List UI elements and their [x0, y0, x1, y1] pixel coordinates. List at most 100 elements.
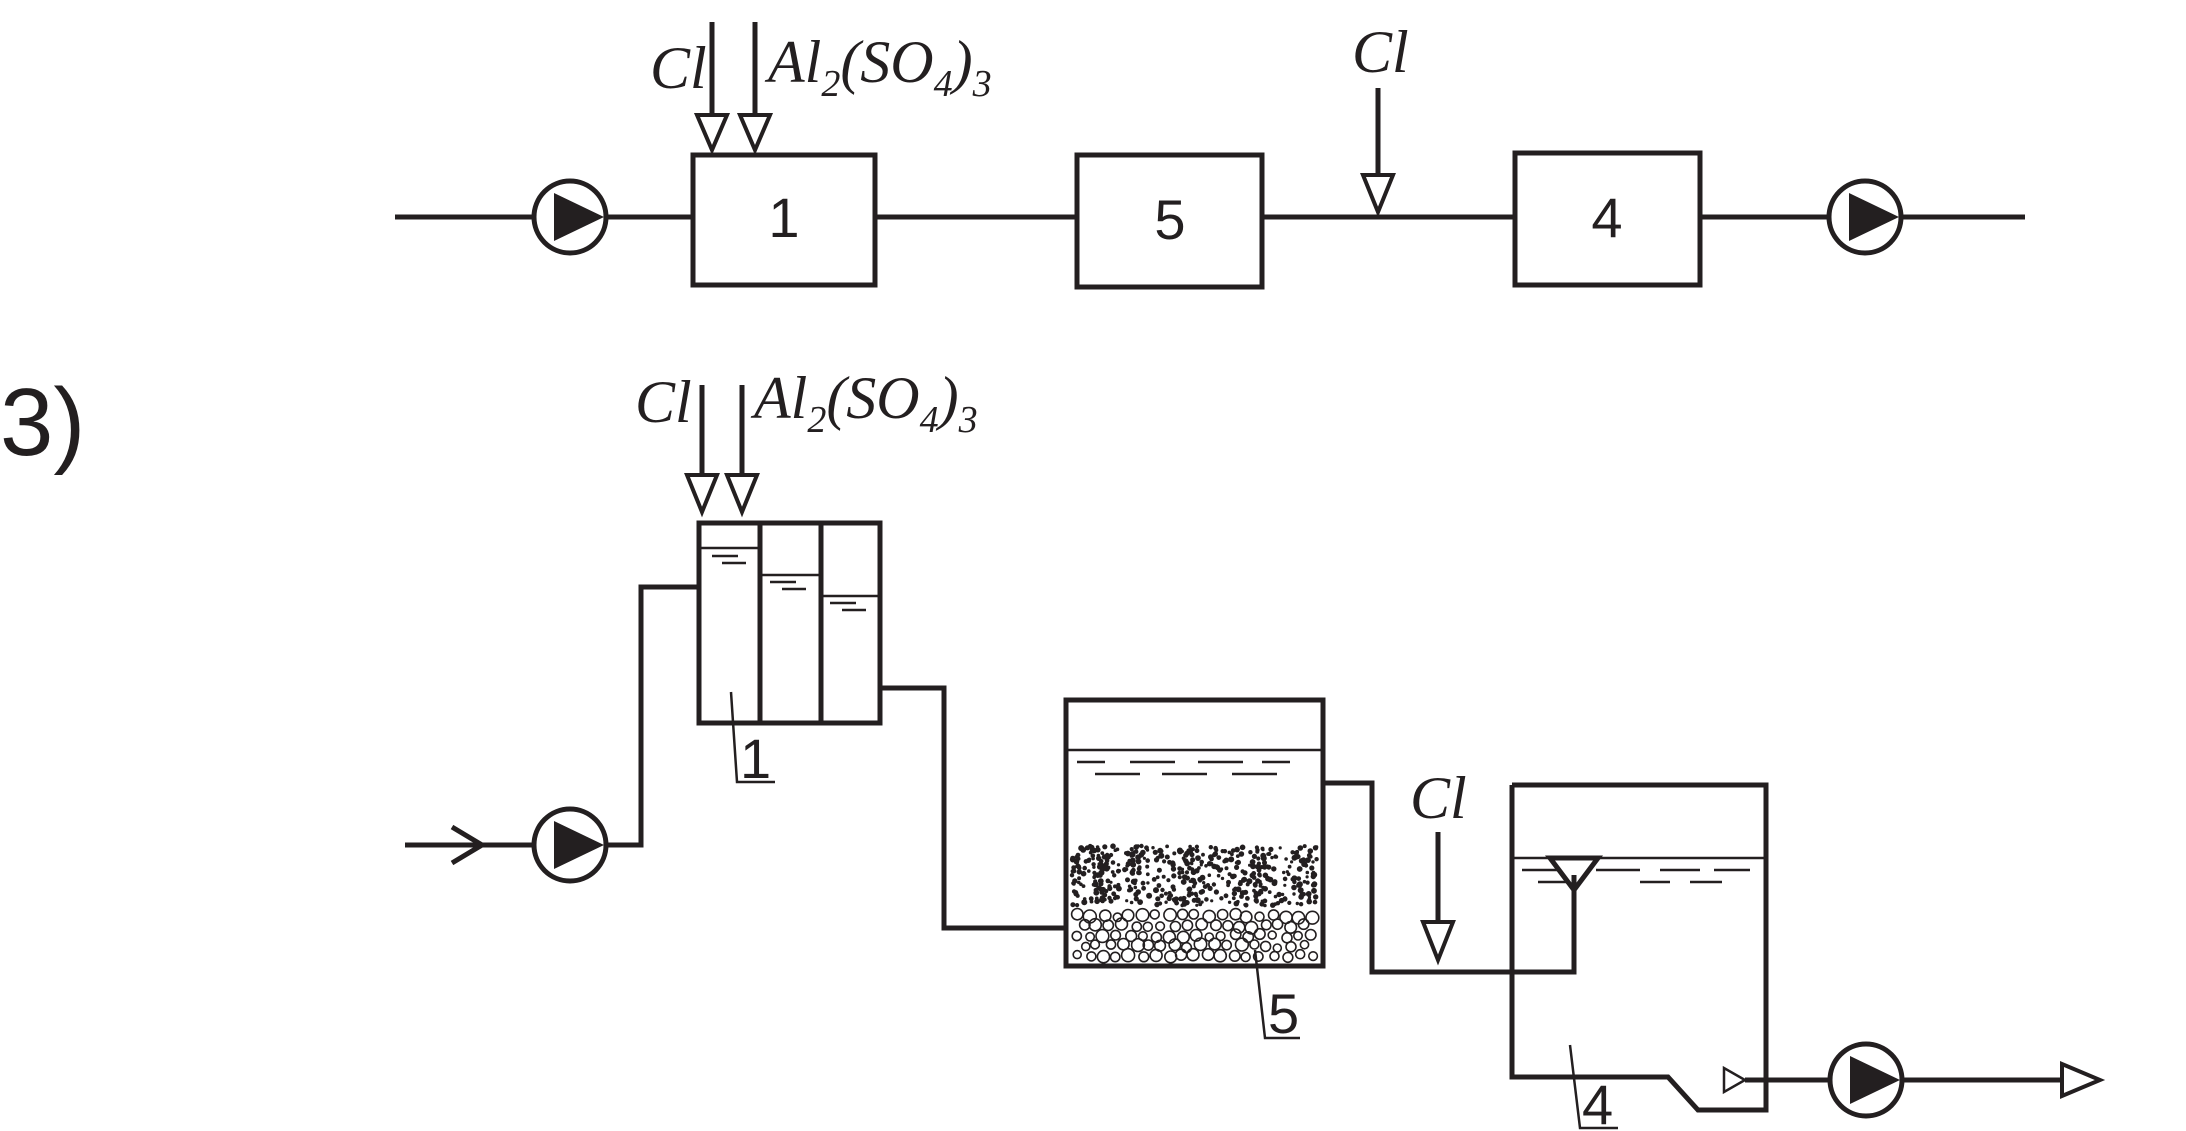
sand-grain: [1133, 891, 1139, 898]
gravel-pebble: [1189, 928, 1203, 942]
sand-grain: [1260, 846, 1265, 851]
sand-grain: [1223, 893, 1229, 899]
sand-grain: [1180, 879, 1187, 885]
gravel-pebble: [1124, 929, 1138, 943]
sand-grain: [1266, 864, 1272, 870]
sand-grain: [1194, 848, 1200, 854]
sand-grain: [1163, 891, 1168, 896]
gravel-pebble: [1209, 919, 1223, 932]
sand-grain: [1116, 863, 1121, 867]
water-level-marker-icon: [1545, 855, 1603, 895]
sand-grain: [1297, 845, 1304, 851]
sand-grain: [1082, 865, 1087, 871]
sand-grain: [1125, 899, 1129, 903]
gravel-pebble: [1086, 951, 1097, 962]
top-scheme: 1 5 4 Cl Al2(SO4)3: [395, 19, 2025, 290]
sand-grain: [1211, 882, 1217, 887]
sand-grain: [1250, 863, 1256, 870]
sand-grain: [1305, 875, 1309, 879]
gravel-pebble: [1229, 928, 1242, 941]
sand-grain: [1209, 861, 1214, 866]
sand-grain: [1262, 872, 1269, 879]
sand-grain: [1261, 863, 1268, 870]
sand-grain: [1305, 880, 1310, 885]
sand-grain: [1198, 889, 1204, 895]
gravel-pebble: [1215, 930, 1226, 942]
sand-grain: [1142, 856, 1146, 860]
sand-grain: [1081, 899, 1088, 906]
sand-grain: [1076, 865, 1082, 871]
sand-grain: [1105, 854, 1111, 860]
sand-grain: [1092, 865, 1096, 869]
sand-grain: [1181, 856, 1186, 860]
sand-grain: [1233, 886, 1238, 891]
sand-grain: [1091, 862, 1096, 867]
sand-grain: [1256, 861, 1261, 866]
sand-grain: [1283, 883, 1287, 887]
sand-grain: [1249, 859, 1256, 865]
gravel-pebble: [1240, 951, 1251, 963]
sand-grain: [1165, 844, 1169, 849]
gravel-pebble: [1304, 928, 1317, 941]
sand-grain: [1227, 872, 1232, 877]
sand-grain: [1141, 885, 1146, 891]
sand-grain: [1212, 852, 1217, 858]
gravel-pebble: [1285, 940, 1297, 953]
bottom-coagulant-label: Al2(SO4)3: [750, 365, 978, 441]
sand-grain: [1104, 889, 1109, 894]
gravel-pebble: [1114, 917, 1129, 931]
sand-grain: [1071, 882, 1076, 886]
gravel-pebble: [1149, 909, 1160, 920]
sand-grain: [1224, 866, 1229, 871]
sand-grain: [1145, 858, 1150, 863]
sand-grain: [1100, 898, 1105, 904]
sand-grain: [1158, 901, 1163, 906]
gravel-pebble: [1168, 938, 1182, 952]
sand-grain: [1194, 894, 1199, 898]
sand-grain: [1112, 896, 1118, 901]
sand-grain: [1091, 882, 1096, 887]
sand-grain: [1106, 865, 1111, 870]
sand-grain: [1180, 903, 1184, 908]
bottom-unit-1-leader: [729, 691, 775, 784]
sand-grain: [1214, 890, 1219, 895]
sand-grain: [1080, 847, 1087, 853]
gravel-pebble: [1252, 950, 1264, 962]
sand-grain: [1171, 887, 1177, 892]
sand-grain: [1307, 895, 1312, 899]
sand-grain: [1252, 882, 1258, 888]
sand-grain: [1096, 855, 1102, 861]
sand-grain: [1235, 854, 1240, 858]
gravel-pebble: [1080, 941, 1091, 952]
sand-grain: [1164, 854, 1170, 860]
sand-grain: [1176, 847, 1183, 854]
gravel-pebble: [1299, 939, 1310, 950]
sand-grain: [1162, 859, 1167, 864]
sand-grain: [1282, 870, 1286, 875]
sand-grain: [1140, 849, 1146, 856]
section-marker: 3): [0, 369, 85, 476]
gravel-pebble: [1078, 918, 1091, 931]
sand-grain: [1091, 856, 1095, 861]
gravel-pebble: [1163, 907, 1178, 922]
top-outlet-pump-icon: [1826, 178, 1904, 256]
sand-grain: [1260, 899, 1265, 903]
bottom-scheme: 1 Cl Al2(SO4)3 5: [405, 365, 2106, 1131]
sand-grain: [1080, 870, 1087, 877]
sand-grain: [1228, 856, 1235, 863]
sand-grain: [1184, 900, 1189, 906]
sand-grain: [1234, 846, 1240, 853]
bottom-pipe-1-to-5: [880, 685, 1066, 931]
sand-grain: [1094, 898, 1100, 905]
sand-grain: [1151, 846, 1155, 850]
sand-grain: [1284, 857, 1288, 861]
sand-grain: [1146, 881, 1150, 885]
sand-grain: [1301, 861, 1307, 867]
sand-grain: [1082, 897, 1087, 901]
sand-grain: [1125, 864, 1130, 868]
bottom-chlorine-label: Cl: [635, 369, 692, 435]
sand-grain: [1130, 852, 1136, 858]
sand-grain: [1084, 845, 1090, 851]
top-unit-1-label: 1: [768, 186, 799, 249]
gravel-pebble: [1088, 917, 1103, 932]
